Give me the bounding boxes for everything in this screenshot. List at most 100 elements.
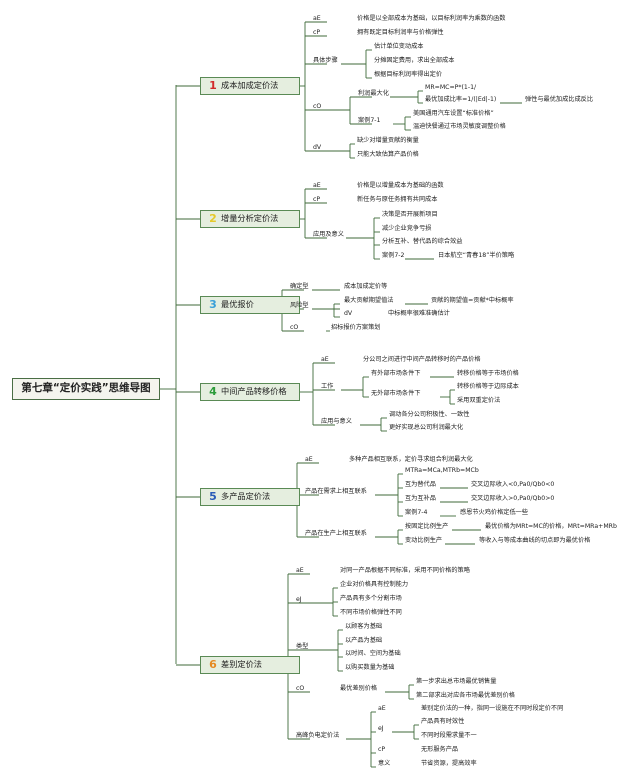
node-s6-peak[interactable]: 高峰负电定价法 xyxy=(296,732,340,739)
node-s5-prod[interactable]: 产品在生产上相互联系 xyxy=(305,530,367,537)
node-s4-app[interactable]: 应用与意义 xyxy=(321,418,352,425)
node-s5-var-t[interactable]: 等收入与等成本曲线的切点即为最优价格 xyxy=(479,537,591,544)
node-s1-steps[interactable]: 具体步骤 xyxy=(313,57,338,64)
node-s3-det-t[interactable]: 成本加成定价等 xyxy=(344,283,388,290)
node-s5-comp-t[interactable]: 交叉边际收入>0,Pa0/Qb0>0 xyxy=(471,495,555,502)
node-s6-ae[interactable]: aE xyxy=(296,567,304,574)
node-s3-max-t[interactable]: 贡献的期望值=贡献*中标概率 xyxy=(431,297,514,304)
section-number: 3 xyxy=(209,298,217,311)
node-s2-case[interactable]: 案例7-2 xyxy=(382,252,405,259)
node-s5-ae-t[interactable]: 多种产品相互联系，定价寻求组合利润最大化 xyxy=(349,456,473,463)
node-s1-mr[interactable]: MR=MC=P*(1-1/ xyxy=(425,84,477,91)
node-s6-pk-sig-t[interactable]: 节省资源，提高效率 xyxy=(421,760,477,767)
node-s6-type1[interactable]: 以顾客为基础 xyxy=(345,623,383,630)
node-s6-pk-sig[interactable]: 意义 xyxy=(378,760,391,767)
node-s6-type[interactable]: 类型 xyxy=(296,643,309,650)
node-s6-type2[interactable]: 以产品为基础 xyxy=(345,637,383,644)
node-s1-opt[interactable]: 最优加成比率=1/(|Ed|-1) xyxy=(425,96,497,103)
node-s6-ej2[interactable]: 产品具有多个分割市场 xyxy=(340,595,402,602)
node-s2-app1[interactable]: 决策是否开展新项目 xyxy=(382,211,438,218)
node-s6-pk-ej1[interactable]: 产品具有时效性 xyxy=(421,718,465,725)
node-s1-step3[interactable]: 根据目标利润率得出定价 xyxy=(374,71,443,78)
node-s4-work[interactable]: 工作 xyxy=(321,383,334,390)
node-s6-ej3[interactable]: 不同市场价格弹性不同 xyxy=(340,609,402,616)
node-s2-cp-t[interactable]: 新任务与原任务拥有共同成本 xyxy=(357,196,438,203)
node-s4-nomk[interactable]: 无外部市场条件下 xyxy=(371,390,421,397)
node-s1-ae-t[interactable]: 价格是以全部成本为基础，以目标利润率为乘数的函数 xyxy=(357,15,506,22)
node-s6-pk-ae-t[interactable]: 差别定价法的一种，指同一设施在不同时段定价不同 xyxy=(421,705,564,712)
section-number: 1 xyxy=(209,79,217,92)
node-s4-app2[interactable]: 更好实现总公司利润最大化 xyxy=(389,424,464,431)
node-s3-dv[interactable]: dV xyxy=(344,310,353,317)
node-s6-type4[interactable]: 以购买数量为基础 xyxy=(345,664,395,671)
node-s6-pk-ej2[interactable]: 不同时段需求量不一 xyxy=(421,732,477,739)
root-topic[interactable]: 第七章“定价实践”思维导图 xyxy=(12,378,160,400)
node-s4-app1[interactable]: 调动各分公司积极性、一致性 xyxy=(389,411,470,418)
node-s6-opt[interactable]: 最优差别价格 xyxy=(340,685,378,692)
section-number: 4 xyxy=(209,385,217,398)
node-s4-nomk1[interactable]: 转移价格等于边际成本 xyxy=(457,383,519,390)
node-s5-comp[interactable]: 互为互补品 xyxy=(405,495,436,502)
node-s2-ae[interactable]: aE xyxy=(313,182,321,189)
section-label: 成本加成定价法 xyxy=(221,80,279,90)
node-s1-case2[interactable]: 温迪快餐通过市场灵敏度调整价格 xyxy=(413,123,506,130)
node-s1-case1[interactable]: 美国通用汽车设置“标准价格” xyxy=(413,110,494,117)
node-s6-ej1[interactable]: 企业对价格具有控制能力 xyxy=(340,581,409,588)
node-s6-opt1[interactable]: 第一步求出总市场最优销售量 xyxy=(416,678,497,685)
node-s4-ae[interactable]: aE xyxy=(321,356,329,363)
node-s6-type3[interactable]: 以时间、空间为基础 xyxy=(345,650,401,657)
node-s6-opt2[interactable]: 第二部求出对应各市场最优差别价格 xyxy=(416,692,515,699)
node-s6-pk-ae[interactable]: aE xyxy=(378,705,386,712)
node-s3-det[interactable]: 确定型 xyxy=(290,283,309,290)
node-s1-step2[interactable]: 分摊固定费用，求出全部成本 xyxy=(374,57,455,64)
node-s5-ae[interactable]: aE xyxy=(305,456,313,463)
node-s1-co[interactable]: cO xyxy=(313,103,322,110)
node-s4-nomk2[interactable]: 采用双重定价法 xyxy=(457,397,501,404)
node-s5-mtr[interactable]: MTRa=MCa,MTRb=MCb xyxy=(405,467,479,474)
node-s1-cp-t[interactable]: 拥有既定目标利润率与价格弹性 xyxy=(357,29,444,36)
node-s1-cp[interactable]: cP xyxy=(313,29,321,36)
node-s6-pk-ej[interactable]: eJ xyxy=(378,725,384,732)
node-s6-pk-cp[interactable]: cP xyxy=(378,746,386,753)
node-s2-cp[interactable]: cP xyxy=(313,196,321,203)
node-s3-risk[interactable]: 风险型 xyxy=(290,302,309,309)
node-s1-dv2[interactable]: 只能大致估算产品价格 xyxy=(357,151,419,158)
node-s3-dv-t[interactable]: 中标概率很难准确估计 xyxy=(388,310,450,317)
node-s5-case[interactable]: 案例7-4 xyxy=(405,509,428,516)
node-s2-app3[interactable]: 分析互补、替代品的综合效益 xyxy=(382,238,463,245)
node-s1-pm[interactable]: 利润最大化 xyxy=(358,90,389,97)
node-s2-case-t[interactable]: 日本航空“青春18”半价策略 xyxy=(438,252,515,259)
node-s1-elas[interactable]: 弹性与最优加成比成反比 xyxy=(525,96,594,103)
node-s5-case-t[interactable]: 感恩节火鸡价格定低一些 xyxy=(460,509,529,516)
node-s1-case[interactable]: 案例7-1 xyxy=(358,117,381,124)
node-s2-ae-t[interactable]: 价格是以增量成本为基础的函数 xyxy=(357,182,444,189)
node-s6-ae-t[interactable]: 对同一产品根据不同标准，采用不同价格的策略 xyxy=(340,567,470,574)
node-s3-co-t[interactable]: 招标报价方案策划 xyxy=(331,324,381,331)
node-s6-ej[interactable]: eJ xyxy=(296,596,302,603)
node-s5-demand[interactable]: 产品在需求上相互联系 xyxy=(305,488,367,495)
node-s5-fix[interactable]: 按固定比例生产 xyxy=(405,523,449,530)
node-s2-app2[interactable]: 减少企业竞争亏损 xyxy=(382,225,432,232)
node-s1-dv1[interactable]: 缺少对增量贡献的衡量 xyxy=(357,137,419,144)
node-s2-app[interactable]: 应用及意义 xyxy=(313,231,344,238)
node-s4-ae-t[interactable]: 分公司之间进行中间产品转移时的产品价格 xyxy=(363,356,481,363)
node-s1-step1[interactable]: 估计单位变动成本 xyxy=(374,43,424,50)
node-s6-co[interactable]: cO xyxy=(296,685,305,692)
node-s3-max[interactable]: 最大贡献期望值法 xyxy=(344,297,394,304)
node-s1-ae[interactable]: aE xyxy=(313,15,321,22)
node-s3-co[interactable]: cO xyxy=(290,324,299,331)
node-s6-pk-cp-t[interactable]: 无形服务产品 xyxy=(421,746,459,753)
node-s1-dv[interactable]: dV xyxy=(313,144,322,151)
node-s5-fix-t[interactable]: 最优价格为MRt=MC的价格，MRt=MRa+MRb xyxy=(485,523,617,530)
section-node-1[interactable]: 1 成本加成定价法 xyxy=(200,77,300,95)
node-s5-var[interactable]: 变动比例生产 xyxy=(405,537,443,544)
node-s5-sub-t[interactable]: 交叉边际收入<0,Pa0/Qb0<0 xyxy=(471,481,555,488)
node-s4-mk-t[interactable]: 转移价格等于市场价格 xyxy=(457,370,519,377)
node-s4-mk[interactable]: 有外部市场条件下 xyxy=(371,370,421,377)
node-s5-sub[interactable]: 互为替代品 xyxy=(405,481,436,488)
